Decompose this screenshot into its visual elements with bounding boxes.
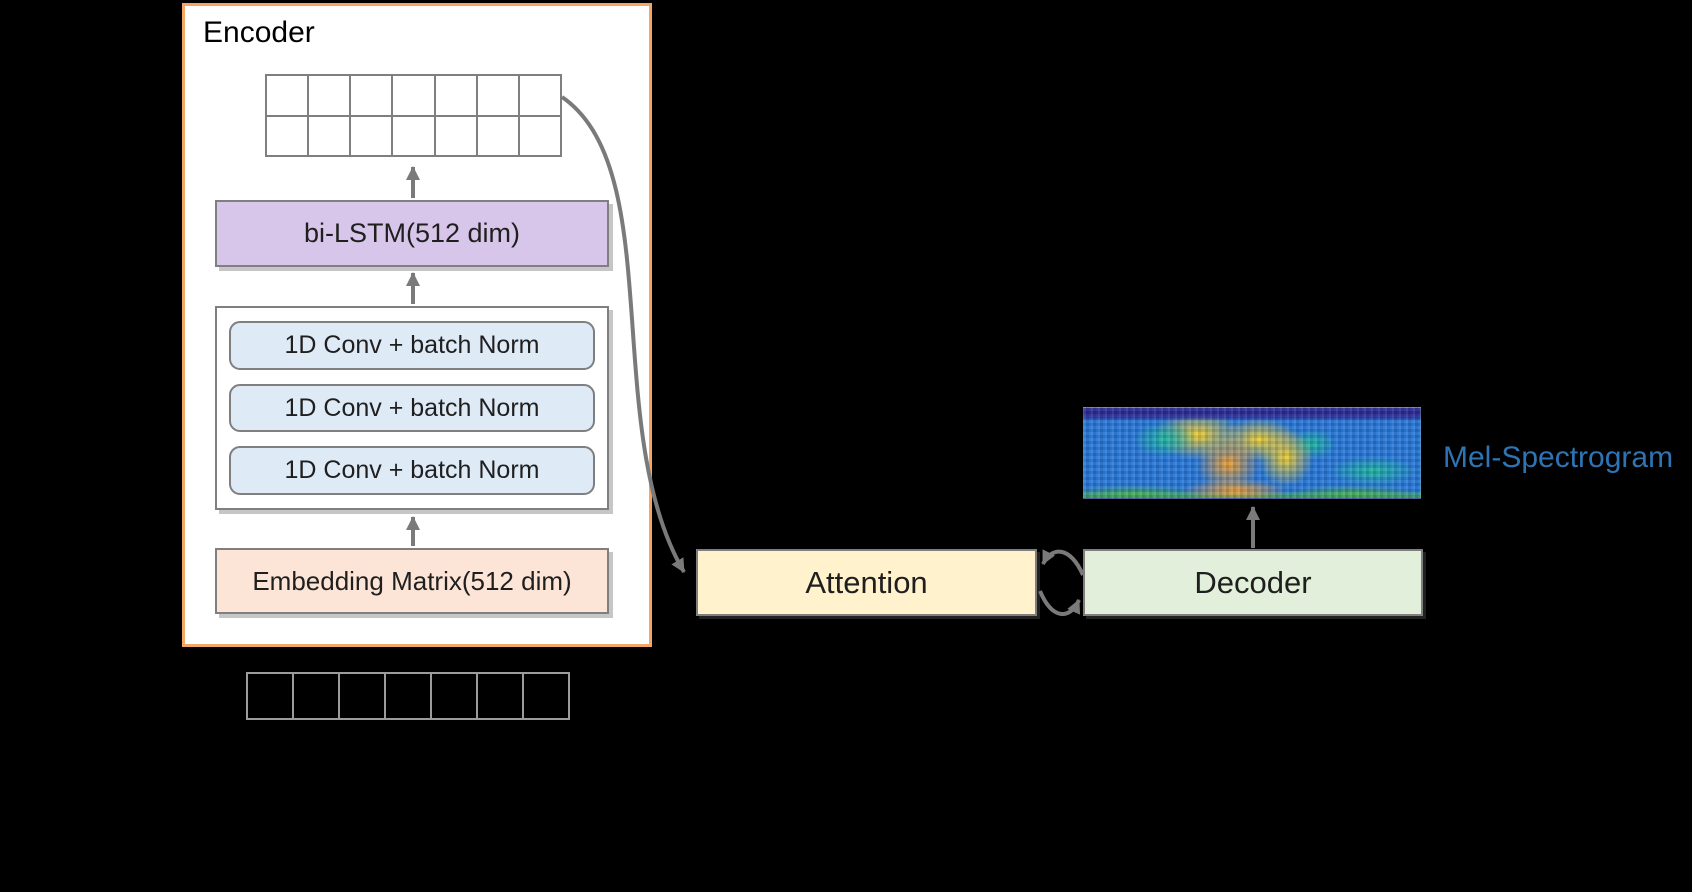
grid-cell [385, 673, 431, 719]
grid-cell [266, 75, 309, 116]
grid-cell [308, 115, 351, 156]
grid-cell [350, 115, 393, 156]
grid-cell [339, 673, 385, 719]
grid-cell [476, 75, 519, 116]
grid-cell [350, 75, 393, 116]
grid-cell [518, 115, 561, 156]
grid-cell [293, 673, 339, 719]
mel-spectrogram-label: Mel-Spectrogram [1443, 441, 1674, 474]
input-token-row [246, 672, 570, 720]
conv-block-3: 1D Conv + batch Norm [229, 446, 595, 496]
grid-cell [523, 673, 569, 719]
embedding-matrix-block: Embedding Matrix(512 dim) [215, 548, 609, 614]
grid-cell [392, 115, 435, 156]
grid-cell [477, 673, 523, 719]
grid-cell [431, 673, 477, 719]
encoder-panel: Encoder bi-LSTM(512 dim) 1D Conv + batch… [182, 3, 652, 647]
arrow-decoder-to-attention-arc [1041, 549, 1085, 576]
grid-cell [476, 115, 519, 156]
bilstm-block: bi-LSTM(512 dim) [215, 200, 609, 267]
grid-cell [434, 75, 477, 116]
conv-block-2: 1D Conv + batch Norm [229, 383, 595, 433]
grid-cell [434, 115, 477, 156]
mel-spectrogram-image [1083, 407, 1421, 499]
conv-block-1: 1D Conv + batch Norm [229, 321, 595, 370]
arrow-attention-to-decoder-arc [1038, 590, 1081, 616]
conv-stack-container: 1D Conv + batch Norm 1D Conv + batch Nor… [215, 306, 609, 510]
decoder-block: Decoder [1083, 549, 1423, 616]
grid-cell [518, 75, 561, 116]
grid-cell [308, 75, 351, 116]
grid-cell [247, 673, 293, 719]
grid-cell [392, 75, 435, 116]
encoder-title: Encoder [203, 16, 315, 49]
grid-cell [266, 115, 309, 156]
encoder-output-grid [265, 74, 562, 157]
attention-block: Attention [696, 549, 1037, 616]
